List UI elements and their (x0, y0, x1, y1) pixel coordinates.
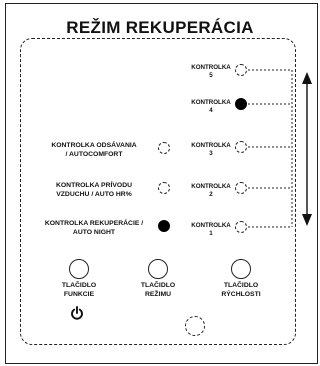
panel-frame (5, 3, 318, 364)
indicator-4-led (235, 98, 247, 110)
exhaust-indicator-led (158, 142, 170, 154)
power-icon (71, 306, 83, 320)
recuperation-indicator-label: KONTROLKA REKUPERÁCIE /AUTO NIGHT (44, 220, 144, 236)
sensor-icon (185, 316, 205, 336)
control-panel-outline (20, 38, 296, 345)
indicator-5-led (235, 64, 247, 76)
double-arrow-icon (302, 72, 312, 226)
function-button[interactable] (69, 259, 89, 279)
indicator-1-led (235, 221, 247, 233)
speed-button[interactable] (231, 259, 251, 279)
page-title: REŽIM REKUPERÁCIA (66, 18, 254, 37)
recuperation-indicator-led (158, 220, 170, 232)
supply-indicator-led (158, 182, 170, 194)
mode-button[interactable] (148, 259, 168, 279)
indicator-2-led (235, 182, 247, 194)
exhaust-indicator-label: KONTROLKA ODSÁVANIA/ AUTOCOMFORT (51, 142, 137, 158)
indicator-3-led (235, 141, 247, 153)
